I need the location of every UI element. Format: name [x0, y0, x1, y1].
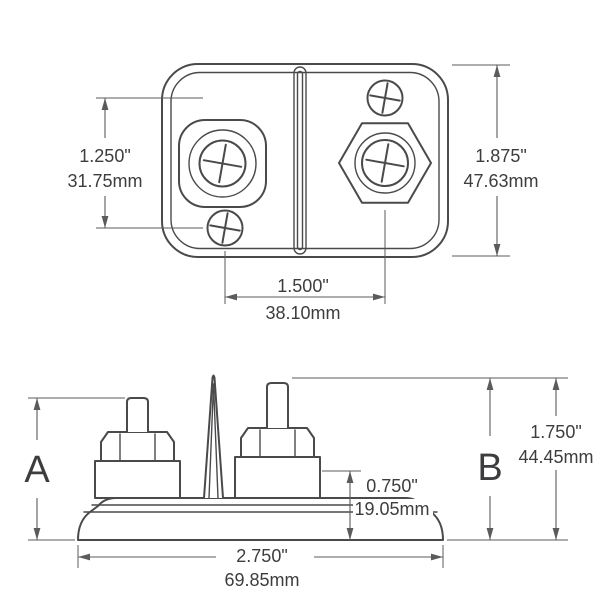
stud-tower-right — [234, 382, 321, 499]
dim-width-overall: 2.750" 69.85mm — [77, 545, 444, 590]
tower-right-hex-nut — [240, 427, 315, 458]
center-divider-outer — [293, 66, 307, 255]
screw-cross-mark — [369, 82, 401, 114]
ref-label-b: B — [477, 447, 502, 489]
dim-value-inches: 1.250" — [79, 146, 130, 166]
dim-height-base: 0.750" 19.05mm — [322, 470, 433, 540]
dim-ref-a: A — [24, 397, 125, 541]
terminal-left — [178, 119, 267, 208]
stud-tower-left — [94, 397, 181, 499]
dim-vertical-overall: 1.875" 47.63mm — [452, 64, 539, 257]
housing-outline-outer — [161, 63, 449, 258]
housing-outline-inner — [170, 71, 440, 250]
tower-left-stud — [126, 397, 149, 432]
terminal-right-cross-mark — [365, 143, 405, 183]
dim-horizontal-centers: 1.500" 38.10mm — [224, 210, 386, 323]
dim-value-inches: 2.750" — [236, 546, 287, 566]
dim-value-mm: 19.05mm — [354, 499, 429, 519]
screw-top-right — [366, 79, 404, 117]
fin-inner-line — [208, 383, 219, 499]
dim-ref-b: B — [292, 377, 568, 541]
screw-bottom-left — [206, 209, 244, 247]
terminal-right-inner-ring — [361, 139, 409, 187]
dim-value-mm: 31.75mm — [67, 171, 142, 191]
dim-value-mm: 47.63mm — [463, 171, 538, 191]
dim-value-inches: 1.750" — [530, 422, 581, 442]
text-backing — [353, 499, 433, 517]
terminal-right-washer-ring — [354, 132, 416, 194]
dim-value-mm: 38.10mm — [265, 303, 340, 323]
terminal-right — [338, 122, 432, 204]
tower-left-cylinder — [94, 460, 181, 499]
dim-value-mm: 44.45mm — [518, 447, 593, 467]
housing — [161, 63, 449, 258]
top-view: 1.250" 31.75mm 1.875" 47.63mm 1.500" 38.… — [67, 63, 539, 323]
tower-right-stud — [266, 382, 289, 428]
dim-value-inches: 0.750" — [366, 476, 417, 496]
dim-value-inches: 1.875" — [475, 146, 526, 166]
tower-right-cylinder — [234, 456, 321, 499]
terminal-left-outer-ring — [188, 129, 257, 198]
dim-vertical-inner: 1.250" 31.75mm — [67, 97, 203, 229]
terminal-left-cross-mark — [202, 143, 243, 184]
dim-value-inches: 1.500" — [277, 276, 328, 296]
dim-value-mm: 69.85mm — [224, 570, 299, 590]
tower-left-hex-nut — [100, 431, 175, 462]
ref-label-a: A — [24, 449, 50, 491]
terminal-left-inner-ring — [198, 139, 247, 188]
center-fin — [203, 374, 224, 499]
side-view: A B 1.750" 44.45mm 0.750" 19.05mm — [24, 374, 594, 590]
center-divider-inner — [296, 70, 304, 251]
fin-outline — [203, 374, 224, 499]
screw-cross-mark — [209, 212, 241, 244]
dim-height-overall: 1.750" 44.45mm — [518, 378, 594, 540]
